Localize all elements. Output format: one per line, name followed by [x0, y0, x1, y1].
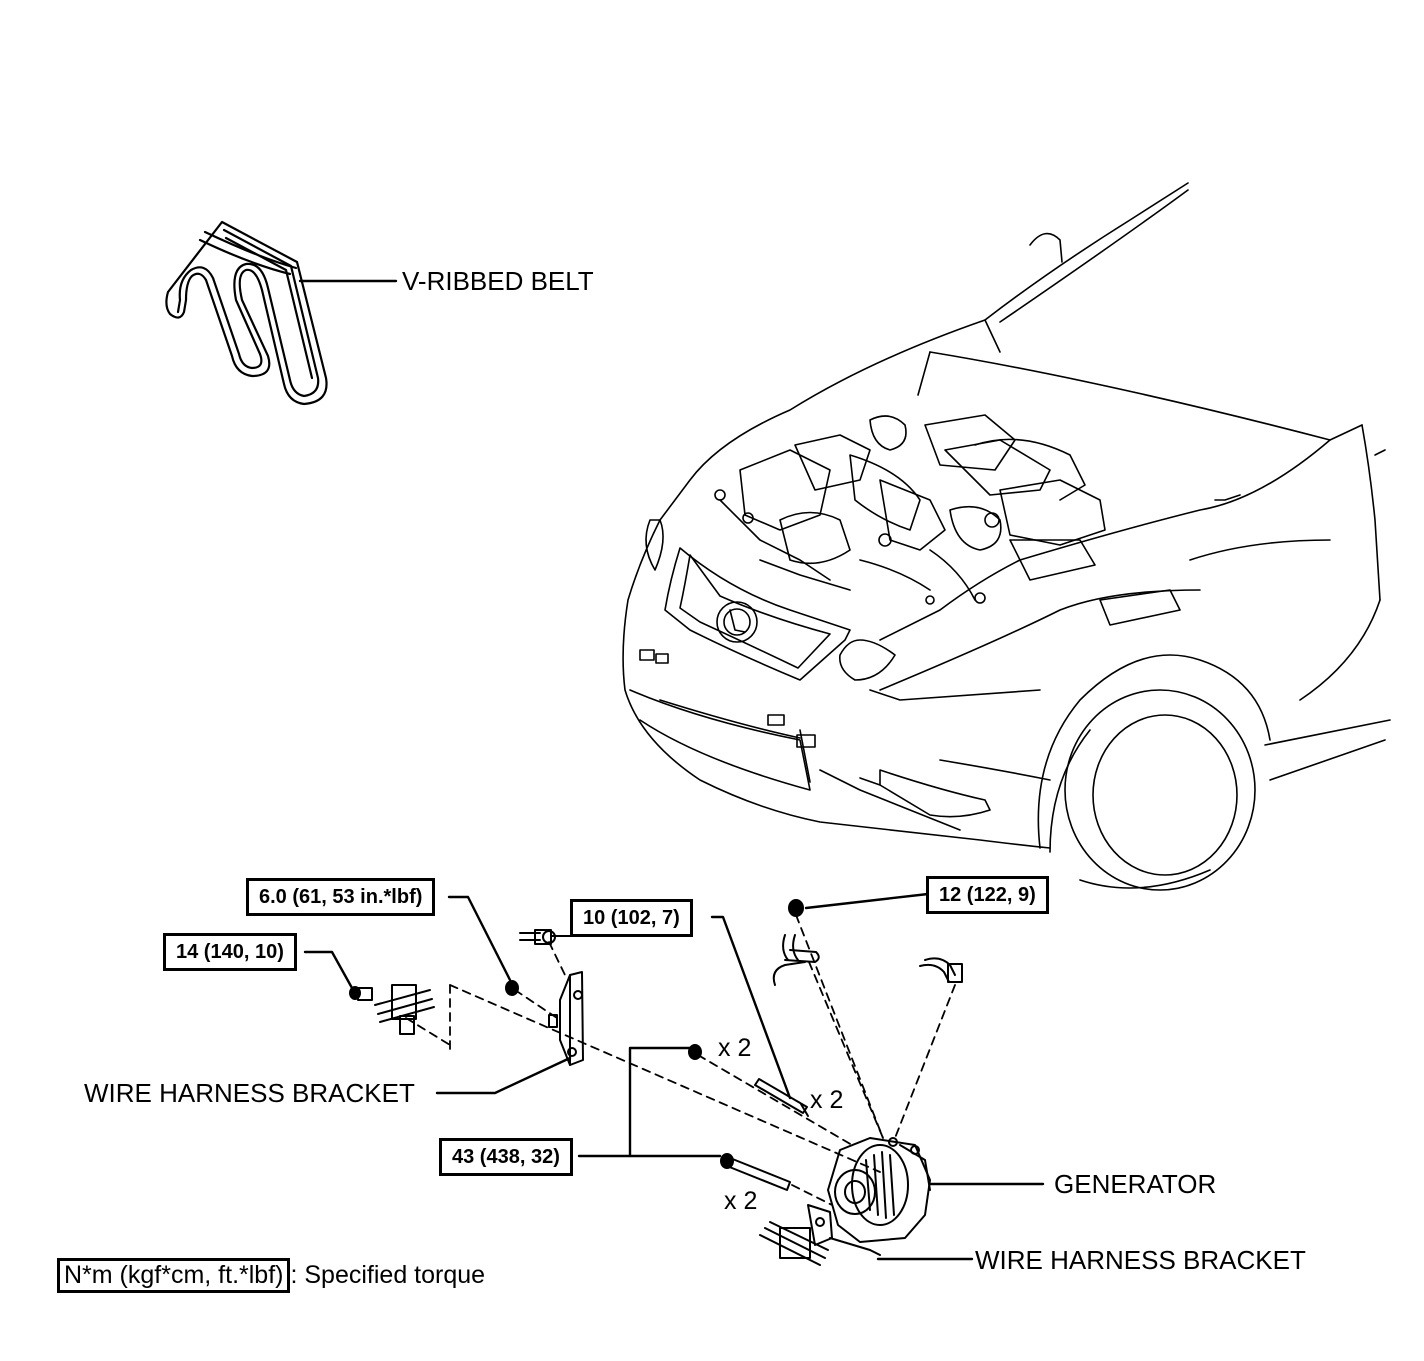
quantity-label-nut: x 2 — [718, 1034, 752, 1062]
v-ribbed-belt-label: V-RIBBED BELT — [402, 266, 594, 296]
v-ribbed-belt-drawing — [165, 220, 328, 406]
generator-label: GENERATOR — [1054, 1169, 1217, 1199]
wire-harness-bracket-bottom-part — [759, 1204, 881, 1266]
nut-x2-part — [688, 1044, 702, 1060]
wire-harness-bracket-label-left: WIRE HARNESS BRACKET — [84, 1078, 415, 1108]
torque-box-12: 12 (122, 9) — [926, 876, 1049, 914]
assembly-dashed-lines — [405, 914, 956, 1206]
cable-end-part — [519, 929, 576, 945]
torque-box-6-0: 6.0 (61, 53 in.*lbf) — [246, 878, 436, 916]
legend-unit-box: N*m (kgf*cm, ft.*lbf) — [57, 1258, 291, 1293]
torque-box-14: 14 (140, 10) — [163, 933, 297, 971]
legend-text: : Specified torque — [290, 1261, 486, 1289]
hardware-drawing — [349, 899, 963, 1266]
harness-clamp-part — [374, 984, 435, 1035]
quantity-label-stud: x 2 — [810, 1086, 844, 1114]
generator-part — [827, 1137, 931, 1243]
connector-part — [919, 957, 963, 983]
wire-harness-bracket-left-part — [548, 971, 584, 1066]
torque-legend: N*m (kgf*cm, ft.*lbf): Specified torque — [57, 1258, 485, 1293]
nut-6-part — [505, 980, 519, 996]
terminal-part — [772, 899, 820, 986]
leader-lines — [303, 892, 1045, 1261]
stud-bolt-part — [754, 1078, 809, 1117]
wire-harness-bracket-label-bottom: WIRE HARNESS BRACKET — [975, 1245, 1306, 1275]
torque-box-43: 43 (438, 32) — [439, 1138, 573, 1176]
quantity-label-bolt: x 2 — [724, 1187, 758, 1215]
nut-part — [349, 986, 373, 1001]
car-drawing — [622, 182, 1391, 891]
torque-box-10: 10 (102, 7) — [570, 899, 693, 937]
long-bolt-part — [720, 1153, 791, 1191]
